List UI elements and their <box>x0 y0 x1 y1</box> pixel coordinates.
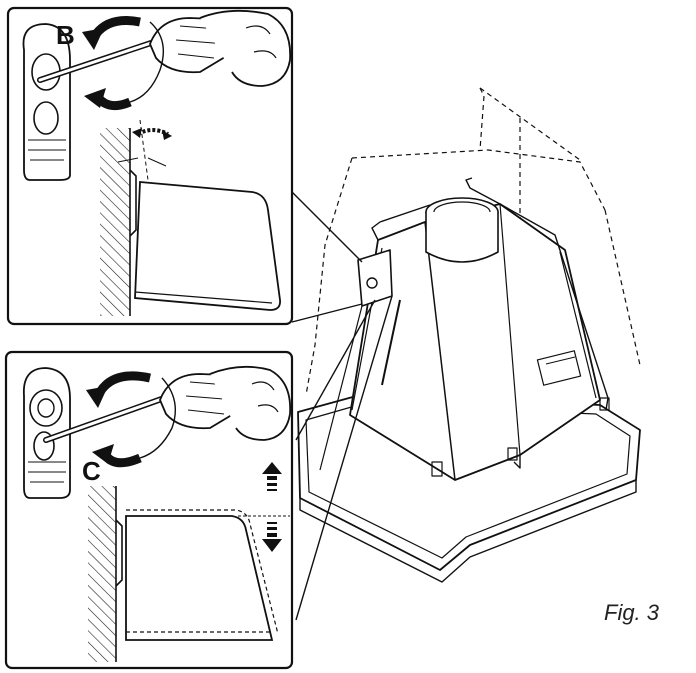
filter-panel <box>125 515 274 641</box>
label-b: B <box>56 20 75 50</box>
filter-panel <box>134 181 281 311</box>
cooker-hood <box>297 87 641 583</box>
hand <box>199 9 291 87</box>
callout-lines <box>291 191 393 621</box>
wall-hatch <box>100 128 130 316</box>
move-up-arrow-icon <box>262 462 282 491</box>
detail-panel-c <box>4 350 294 670</box>
move-down-arrow-icon <box>262 522 282 552</box>
wall-hatch <box>88 486 116 662</box>
figure-caption: Fig. 3 <box>604 600 660 625</box>
detail-panel-b <box>6 6 294 326</box>
label-c: C <box>82 456 101 486</box>
